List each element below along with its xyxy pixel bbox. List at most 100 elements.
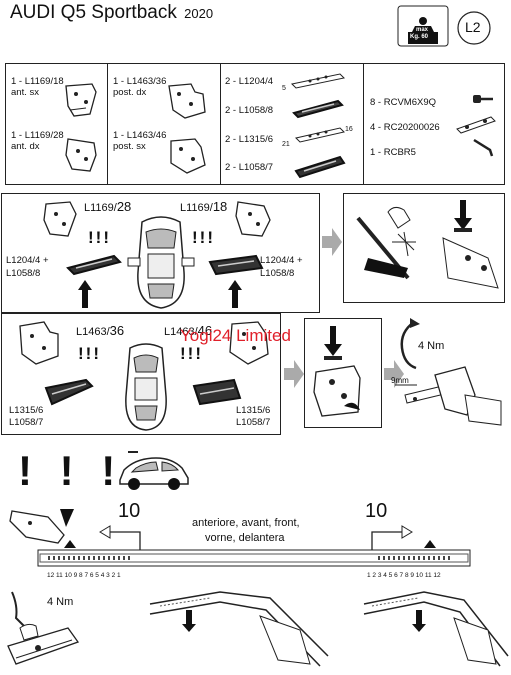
page-title: AUDI Q5 Sportback 2020 xyxy=(10,2,213,24)
side-car-icon xyxy=(119,451,189,490)
rail-foot-right-drawing xyxy=(363,591,509,667)
rotation-arrow-icon xyxy=(400,318,420,370)
part-l1169-18-side: ant. sx xyxy=(11,87,39,98)
install-detail-box xyxy=(343,193,505,303)
weight-limit-icon xyxy=(397,5,449,47)
bracket-l1169-18-drawing xyxy=(65,83,97,117)
rear-left-warning: !!! xyxy=(78,344,101,363)
parts-divider-2 xyxy=(220,63,221,185)
part-l1315-6: 2 - L1315/6 xyxy=(225,134,274,145)
front-right-warning: !!! xyxy=(192,228,215,247)
part-l1169-28-code: 1 - L1169/28 xyxy=(11,130,64,141)
front-left-bracket: L1169/28 xyxy=(84,199,132,214)
watermark-text: Yogi24 Limited xyxy=(180,326,291,345)
front-right-pad-drawing xyxy=(208,254,264,276)
plate-detail-drawing xyxy=(313,326,361,417)
front-right-bracket: L1169/18 xyxy=(180,199,228,214)
front-right-bracket-drawing xyxy=(235,201,271,237)
rear-car-top-view xyxy=(125,343,167,431)
part-rcvm6x9q: 8 - RCVM6X9Q xyxy=(370,97,436,108)
part-l1058-8: 2 - L1058/8 xyxy=(225,105,274,116)
torque-tighten-drawing xyxy=(7,591,80,665)
rear-left-pad-a: L1315/6 xyxy=(9,405,44,416)
bracket-l1463-46-drawing xyxy=(170,138,206,174)
part-l1204-4: 2 - L1204/4 xyxy=(225,76,274,87)
front-right-pad-a: L1204/4 + xyxy=(260,255,303,266)
allen-key-icon xyxy=(473,138,494,157)
part-l1058-7: 2 - L1058/7 xyxy=(225,162,274,173)
pad-l1204-4-drawing xyxy=(290,73,346,89)
rail-scale-left: 12 11 10 9 8 7 6 5 4 3 2 1 xyxy=(47,572,121,579)
torque-value-1: 4 Nm xyxy=(418,340,445,352)
front-left-pad-a: L1204/4 + xyxy=(6,255,49,266)
rear-left-pad-b: L1058/7 xyxy=(9,417,44,428)
position-left-value: 10 xyxy=(118,500,141,522)
rear-installation-box xyxy=(1,313,281,435)
foot-assembly-drawing xyxy=(395,366,502,426)
rear-right-warning: !!! xyxy=(180,344,203,363)
front-left-bracket-code: L1169/ xyxy=(84,202,117,214)
parts-list-box xyxy=(5,63,505,185)
rear-right-pad-b: L1058/7 xyxy=(236,417,271,428)
dimension-label: 9mm xyxy=(391,376,409,385)
front-left-arrow-icon xyxy=(78,280,92,308)
rear-left-bracket-num: 36 xyxy=(109,323,125,338)
rear-left-bracket-code: L1463/ xyxy=(76,326,110,338)
rear-left-bracket-drawing xyxy=(19,321,59,365)
bracket-l1463-36-drawing xyxy=(168,83,206,119)
rail-bar xyxy=(37,540,471,567)
rear-right-bracket-drawing xyxy=(229,321,269,365)
pad-label-21: 21 xyxy=(282,141,290,148)
rail-scale-right: 1 2 3 4 5 6 7 8 9 10 11 12 xyxy=(367,572,441,579)
bracket-position-drawing xyxy=(9,509,74,544)
part-rcbr5: 1 - RCBR5 xyxy=(370,147,416,158)
front-left-pad-b: L1058/8 xyxy=(6,268,41,279)
title-year: 2020 xyxy=(184,6,214,21)
pad-label-5: 5 xyxy=(282,85,286,92)
screw-icon xyxy=(473,95,493,103)
front-right-bracket-num: 18 xyxy=(212,199,228,214)
title-model: AUDI Q5 Sportback xyxy=(10,2,177,23)
plate-icon xyxy=(456,116,496,134)
front-right-arrow-icon xyxy=(228,280,242,308)
torque-value-2: 4 Nm xyxy=(47,596,74,608)
step-arrow-icon-2 xyxy=(284,360,304,388)
part-l1463-36-code: 1 - L1463/36 xyxy=(113,76,167,87)
front-direction-line-1: anteriore, avant, front, xyxy=(192,517,300,529)
front-direction-line-2: vorne, delantera xyxy=(205,532,285,544)
parts-divider-1 xyxy=(107,63,108,185)
weight-label: max xyxy=(416,27,429,33)
part-l1463-46-side: post. sx xyxy=(113,141,146,152)
front-car-top-view xyxy=(127,216,195,309)
rear-right-bracket-code: L1463/ xyxy=(164,326,198,338)
weight-value: Kg. 60 xyxy=(410,34,429,40)
front-left-warning: !!! xyxy=(88,228,111,247)
part-l1169-18-code: 1 - L1169/18 xyxy=(11,76,64,87)
rear-left-bracket: L1463/36 xyxy=(76,323,125,338)
front-right-pad-b: L1058/8 xyxy=(260,268,295,279)
front-left-bracket-num: 28 xyxy=(116,199,132,214)
step-arrow-icon-1 xyxy=(322,228,342,256)
position-right-value: 10 xyxy=(365,500,388,522)
pad-l1058-8-drawing xyxy=(292,99,344,119)
front-installation-box xyxy=(1,193,320,313)
part-rc20200026: 4 - RC20200026 xyxy=(370,122,440,133)
code-badge: L2 xyxy=(465,19,481,35)
install-detail-drawing xyxy=(356,200,499,289)
rail-foot-left-drawing xyxy=(149,591,329,667)
part-l1463-46-code: 1 - L1463/46 xyxy=(113,130,167,141)
rear-right-pad-drawing xyxy=(192,378,242,406)
rear-right-bracket: L1463/46 xyxy=(164,324,212,338)
parts-divider-3 xyxy=(363,63,364,185)
position-left-arrow xyxy=(99,525,141,550)
bracket-l1169-28-drawing xyxy=(65,138,97,172)
front-right-bracket-code: L1169/ xyxy=(180,202,213,214)
pad-l1058-7-drawing xyxy=(294,155,346,179)
pad-label-16: 16 xyxy=(345,126,353,133)
plate-detail-box xyxy=(304,318,382,428)
front-left-pad-drawing xyxy=(66,254,122,276)
front-left-bracket-drawing xyxy=(43,201,77,237)
step-arrow-icon-3 xyxy=(384,360,404,388)
rear-right-pad-a: L1315/6 xyxy=(236,405,271,416)
code-badge-ring xyxy=(457,11,491,45)
